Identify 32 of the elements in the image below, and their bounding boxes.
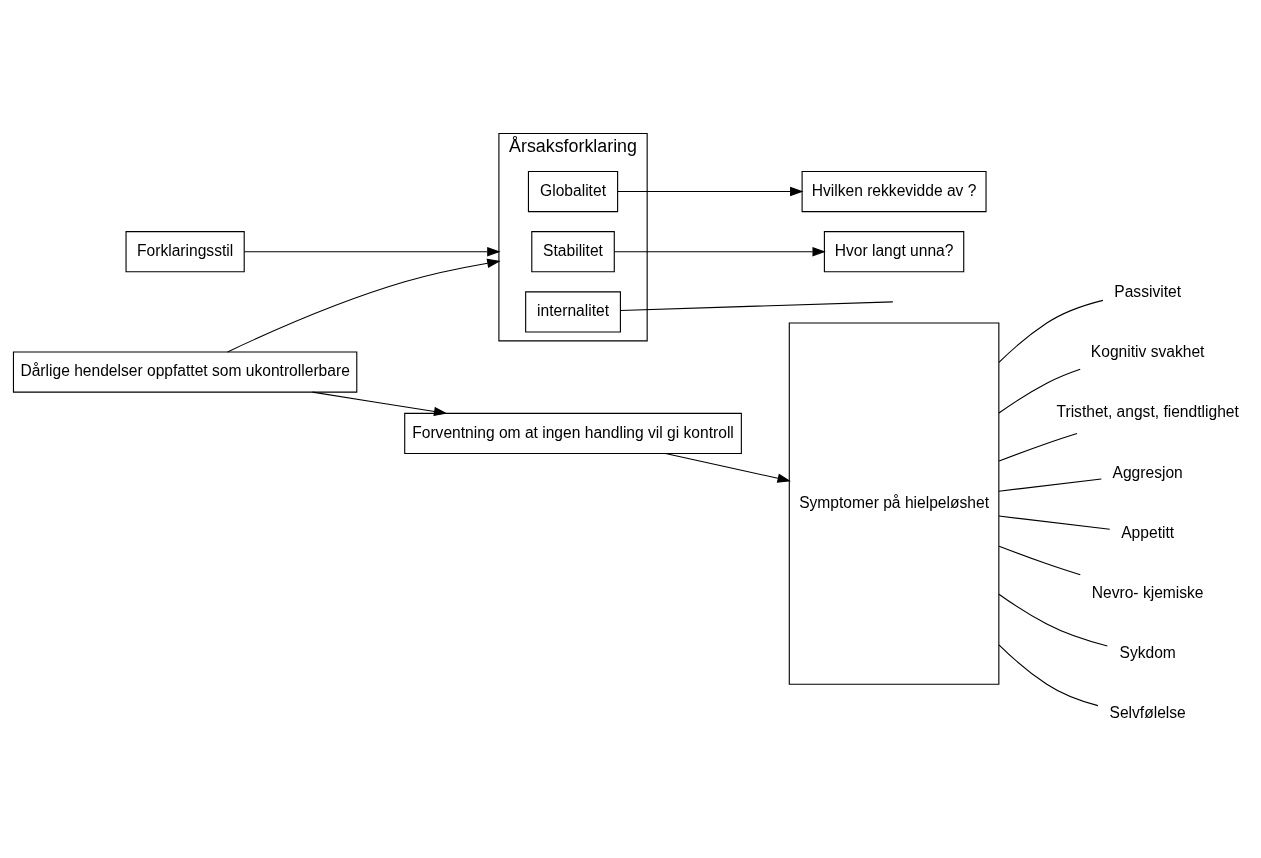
node-text: Aggresjon bbox=[1112, 463, 1183, 481]
node-text: Kognitiv svakhet bbox=[1090, 342, 1204, 360]
node-box: Hvilken rekkevidde av ? bbox=[801, 170, 987, 212]
connector bbox=[997, 643, 1098, 706]
arrow bbox=[311, 391, 447, 416]
node-text: Nevro- kjemiske bbox=[1091, 583, 1204, 601]
node-box: Symptomer på hielpeløshet bbox=[788, 322, 999, 685]
node-box: Forventning om at ingen handling vil gi kontroll bbox=[403, 412, 742, 454]
node-text: Tristhet, angst, fiendtlighet bbox=[1056, 402, 1239, 420]
node-box: Stabilitet bbox=[530, 230, 615, 272]
arrow bbox=[226, 258, 501, 352]
connector bbox=[619, 300, 893, 311]
node-box: Globalitet bbox=[527, 170, 618, 212]
node-box: Dårlige hendelser oppfattet som ukontrollerbare bbox=[12, 350, 357, 393]
arrow bbox=[616, 186, 803, 196]
connector bbox=[998, 432, 1078, 462]
node-text: Appetitt bbox=[1120, 523, 1174, 541]
connector bbox=[997, 368, 1081, 414]
connector bbox=[998, 545, 1081, 575]
node-text: Passivitet bbox=[1113, 282, 1181, 300]
connector bbox=[997, 515, 1110, 530]
node-box: internalitet bbox=[524, 290, 621, 332]
arrow bbox=[243, 246, 501, 256]
node-box: Hvor langt unna? bbox=[823, 230, 964, 272]
node-text: Selvfølelse bbox=[1109, 703, 1186, 721]
connector bbox=[997, 477, 1102, 492]
node-text: Sykdom bbox=[1118, 643, 1176, 661]
connector bbox=[997, 593, 1108, 646]
connector bbox=[997, 299, 1103, 363]
arrow bbox=[613, 246, 826, 256]
arrow bbox=[664, 452, 791, 483]
node-box: Forklaringsstil bbox=[125, 230, 245, 272]
